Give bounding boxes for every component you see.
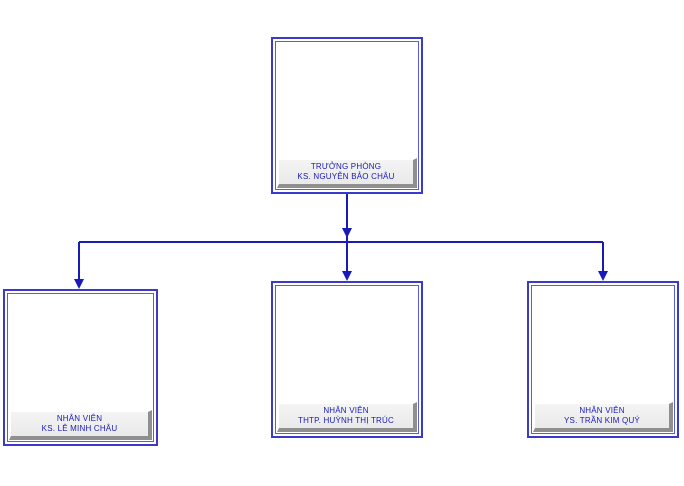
manager-title: TRƯỞNG PHÒNG (310, 162, 382, 171)
staff-box-3: NHÂN VIÊN YS. TRẦN KIM QUÝ (527, 281, 679, 438)
arrowhead-manager (342, 228, 352, 238)
arrowhead-staff-3 (598, 271, 608, 281)
staff-label-3: NHÂN VIÊN YS. TRẦN KIM QUÝ (533, 402, 673, 432)
staff-name-3: YS. TRẦN KIM QUÝ (564, 416, 640, 425)
manager-name: KS. NGUYỄN BẢO CHÂU (297, 172, 395, 181)
staff-title-3: NHÂN VIÊN (579, 406, 625, 415)
staff-title-1: NHÂN VIÊN (56, 414, 103, 423)
staff-title-2: NHÂN VIÊN (323, 406, 369, 415)
staff-label-2: NHÂN VIÊN THTP. HUỲNH THỊ TRÚC (277, 402, 417, 432)
staff-box-2: NHÂN VIÊN THTP. HUỲNH THỊ TRÚC (271, 281, 423, 438)
arrowhead-staff-2 (342, 271, 352, 281)
staff-name-2: THTP. HUỲNH THỊ TRÚC (297, 416, 394, 425)
arrowhead-staff-1 (74, 279, 84, 289)
staff-label-1: NHÂN VIÊN KS. LÊ MINH CHÂU (9, 410, 152, 440)
staff-box-1: NHÂN VIÊN KS. LÊ MINH CHÂU (3, 289, 158, 446)
staff-name-1: KS. LÊ MINH CHÂU (41, 424, 118, 433)
manager-box: TRƯỞNG PHÒNG KS. NGUYỄN BẢO CHÂU (271, 37, 423, 194)
manager-label: TRƯỞNG PHÒNG KS. NGUYỄN BẢO CHÂU (277, 158, 417, 188)
